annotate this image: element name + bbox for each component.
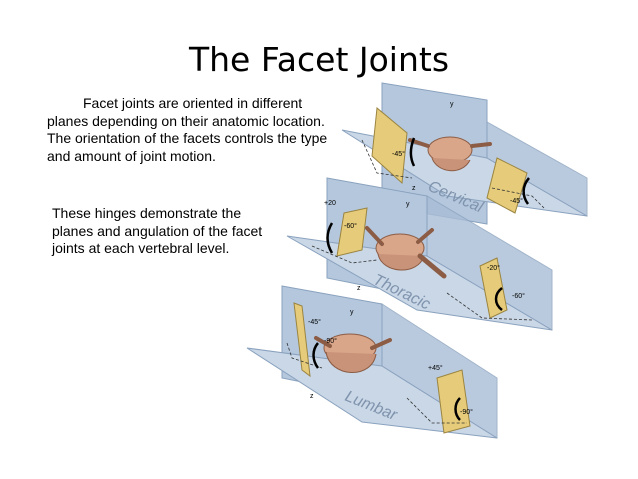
paragraph-hinges: These hinges demonstrate the planes and … — [52, 205, 263, 256]
cervical-axis-z: z — [412, 185, 416, 192]
thoracic-angle-c: -60° — [512, 292, 525, 300]
thoracic-angle-a: -60° — [344, 222, 357, 230]
lumbar-level: -45° -90° +45° -90° y z Lumbar — [246, 285, 498, 439]
paragraph-orientation-text: Facet joints are oriented in different p… — [47, 95, 328, 164]
paragraph-orientation: Facet joints are oriented in different p… — [47, 95, 347, 165]
lumbar-axis-y: y — [350, 309, 354, 316]
facet-joint-diagram: -45° -45° y z Cervical +20 -60° -20° -60… — [246, 82, 588, 439]
cervical-angle-left: -45° — [392, 150, 405, 158]
slide-title: The Facet Joints — [188, 40, 450, 79]
lumbar-angle-b: -90° — [324, 337, 337, 345]
thoracic-angle-b: -20° — [487, 264, 500, 272]
lumbar-axis-z: z — [310, 393, 314, 400]
thoracic-level: +20 -60° -20° -60° y z Thoracic — [286, 177, 553, 331]
cervical-angle-right: -45° — [510, 197, 523, 205]
lumbar-angle-c: +45° — [428, 364, 443, 372]
cervical-axis-y: y — [450, 101, 454, 108]
cervical-level: -45° -45° y z Cervical — [341, 82, 588, 225]
lumbar-angle-a: -45° — [308, 318, 321, 326]
thoracic-angle-top: +20 — [324, 200, 336, 207]
thoracic-axis-z: z — [357, 285, 361, 292]
thoracic-axis-y: y — [406, 201, 410, 208]
lumbar-angle-d: -90° — [460, 408, 473, 416]
